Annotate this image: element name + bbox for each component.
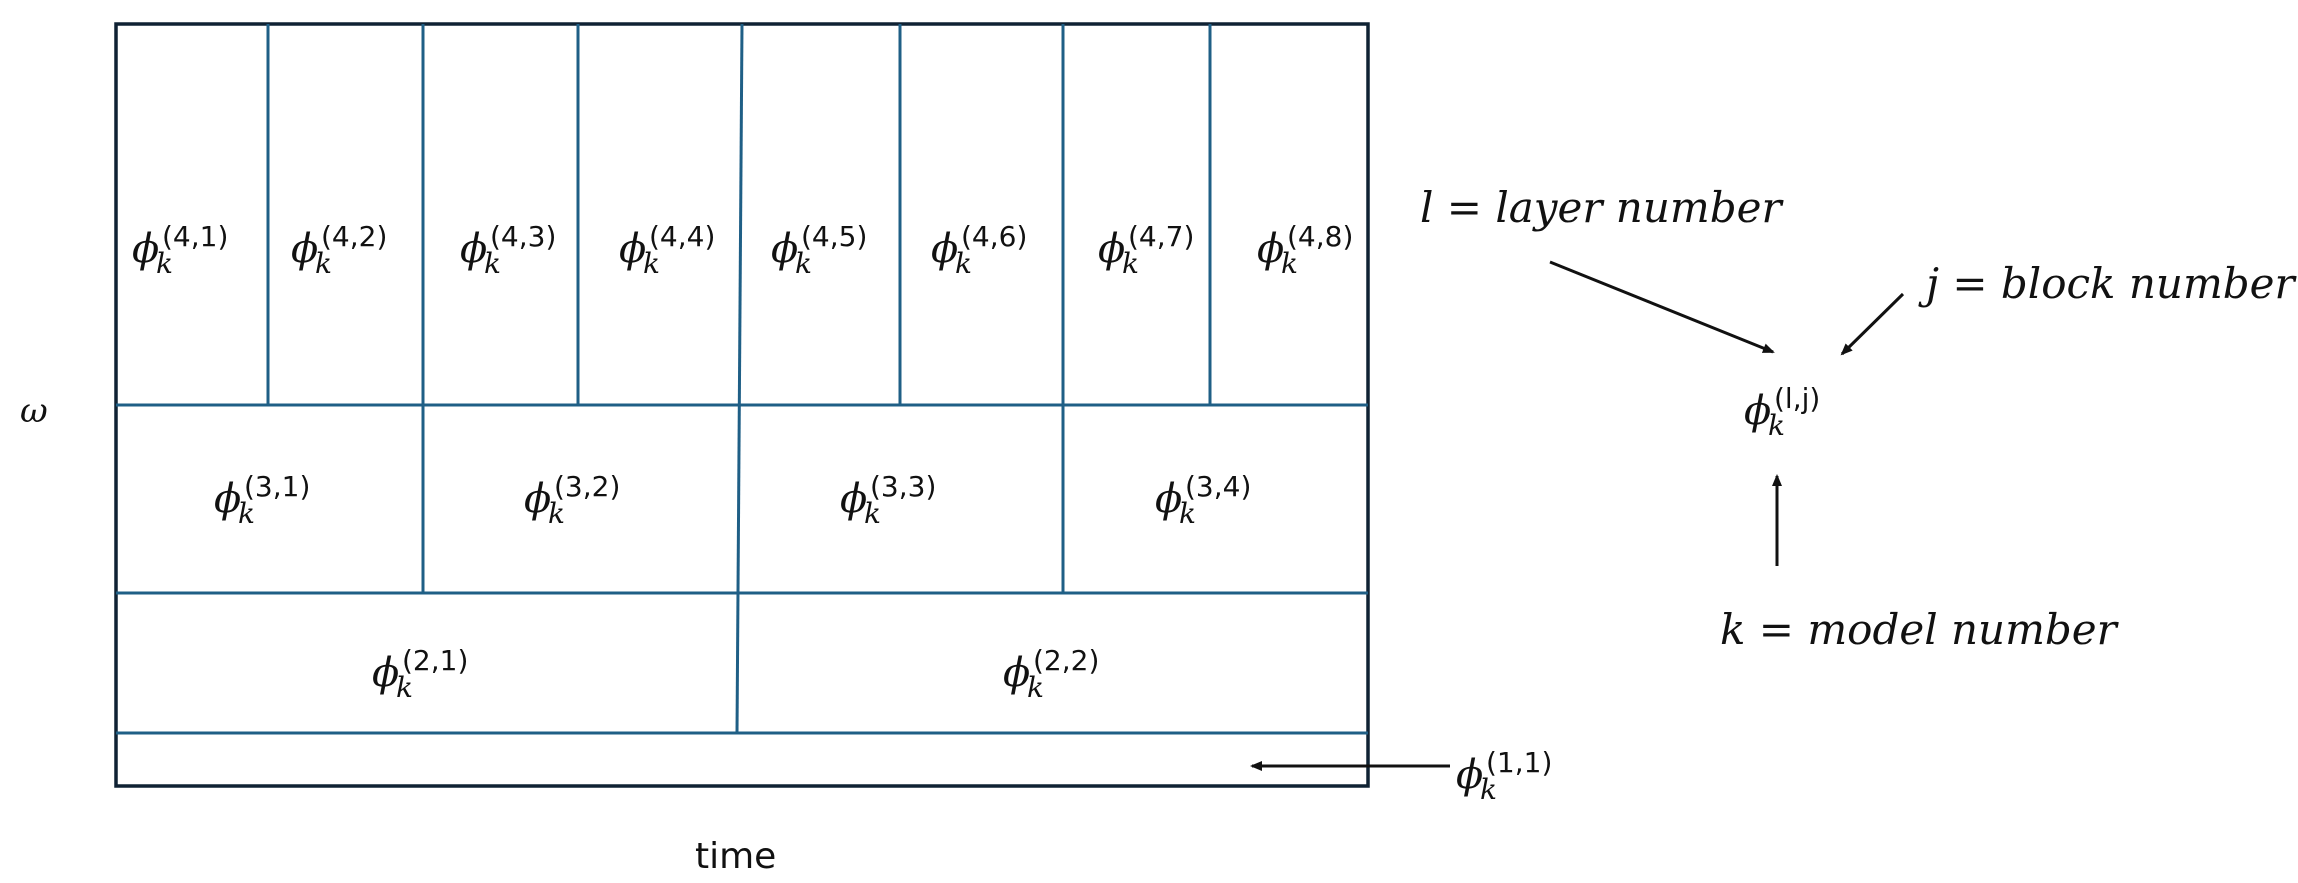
subscript-k: k <box>1480 773 1497 806</box>
block-label-layer4: ϕk(4,8) <box>1257 220 1353 280</box>
superscript-index: (4,2) <box>321 220 387 253</box>
phi-symbol: ϕ <box>524 476 551 522</box>
phi-symbol: ϕ <box>840 476 867 522</box>
subscript-k: k <box>643 247 660 280</box>
phi-symbol: ϕ <box>1155 476 1182 522</box>
x-axis-label: time <box>695 836 776 877</box>
superscript-index: (1,1) <box>1486 746 1552 779</box>
superscript-index: (4,8) <box>1287 220 1353 253</box>
block-label-layer3: ϕk(3,4) <box>1155 470 1251 530</box>
layer1-block-label: ϕk(1,1) <box>1456 746 1552 806</box>
legend-layer-label: l = layer number <box>1420 183 1784 232</box>
subscript-k: k <box>1122 247 1139 280</box>
subscript-k: k <box>156 247 173 280</box>
phi-symbol: ϕ <box>1098 226 1125 272</box>
phi-symbol: ϕ <box>1003 650 1030 696</box>
superscript-index: (4,3) <box>490 220 556 253</box>
y-axis-label: ω <box>20 391 48 431</box>
phi-symbol: ϕ <box>460 226 487 272</box>
block-label-layer3: ϕk(3,1) <box>214 470 310 530</box>
superscript-index: (3,1) <box>244 470 310 503</box>
legend-layer-arrow <box>1549 260 1775 354</box>
phi-symbol: ϕ <box>1744 388 1771 434</box>
block-label-layer4: ϕk(4,3) <box>460 220 556 280</box>
phi-symbol: ϕ <box>1456 752 1483 798</box>
subscript-k: k <box>396 671 413 704</box>
superscript-index: (2,1) <box>402 644 468 677</box>
superscript-index: (3,3) <box>870 470 936 503</box>
subscript-k: k <box>548 497 565 530</box>
legend-block-label: j = block number <box>1918 259 2298 308</box>
subscript-k: k <box>315 247 332 280</box>
block-label-layer4: ϕk(4,7) <box>1098 220 1194 280</box>
block-label-layer4: ϕk(4,2) <box>291 220 387 280</box>
legend: l = layer number j = block number k = mo… <box>1420 183 2298 654</box>
legend-general-symbol: ϕk(l,j) <box>1744 382 1820 442</box>
subscript-k: k <box>1179 497 1196 530</box>
phi-symbol: ϕ <box>619 226 646 272</box>
subscript-k: k <box>238 497 255 530</box>
phi-symbol: ϕ <box>931 226 958 272</box>
subscript-k: k <box>1027 671 1044 704</box>
phi-l-j: ϕk(l,j) <box>1744 382 1820 442</box>
phi-symbol: ϕ <box>132 226 159 272</box>
superscript-index: (3,4) <box>1185 470 1251 503</box>
superscript-index: (2,2) <box>1033 644 1099 677</box>
superscript-index: (4,5) <box>801 220 867 253</box>
block-label-layer4: ϕk(4,5) <box>771 220 867 280</box>
block-label-layer4: ϕk(4,4) <box>619 220 715 280</box>
superscript-index: (3,2) <box>554 470 620 503</box>
block-label-layer2: ϕk(2,1) <box>372 644 468 704</box>
block-label-layer4: ϕk(4,6) <box>931 220 1027 280</box>
phi-symbol: ϕ <box>372 650 399 696</box>
phi-symbol: ϕ <box>214 476 241 522</box>
block-label-layer3: ϕk(3,3) <box>840 470 936 530</box>
phi-symbol: ϕ <box>1257 226 1284 272</box>
legend-block-arrow <box>1840 292 1905 356</box>
superscript-index: (4,1) <box>162 220 228 253</box>
superscript-index: (4,6) <box>961 220 1027 253</box>
phi-symbol: ϕ <box>291 226 318 272</box>
phi-symbol: ϕ <box>771 226 798 272</box>
superscript-index: (4,4) <box>649 220 715 253</box>
superscript-index: (4,7) <box>1128 220 1194 253</box>
superscript-index: (l,j) <box>1774 382 1820 415</box>
legend-model-label: k = model number <box>1720 605 2120 654</box>
cell-labels: ϕk(4,1)ϕk(4,2)ϕk(4,3)ϕk(4,4)ϕk(4,5)ϕk(4,… <box>132 220 1353 704</box>
center-divider <box>735 23 744 734</box>
subscript-k: k <box>1768 409 1785 442</box>
subscript-k: k <box>864 497 881 530</box>
phi-1-1: ϕk(1,1) <box>1456 746 1552 806</box>
block-label-layer3: ϕk(3,2) <box>524 470 620 530</box>
block-label-layer2: ϕk(2,2) <box>1003 644 1099 704</box>
subscript-k: k <box>955 247 972 280</box>
subscript-k: k <box>1281 247 1298 280</box>
subscript-k: k <box>795 247 812 280</box>
block-label-layer4: ϕk(4,1) <box>132 220 228 280</box>
subscript-k: k <box>484 247 501 280</box>
